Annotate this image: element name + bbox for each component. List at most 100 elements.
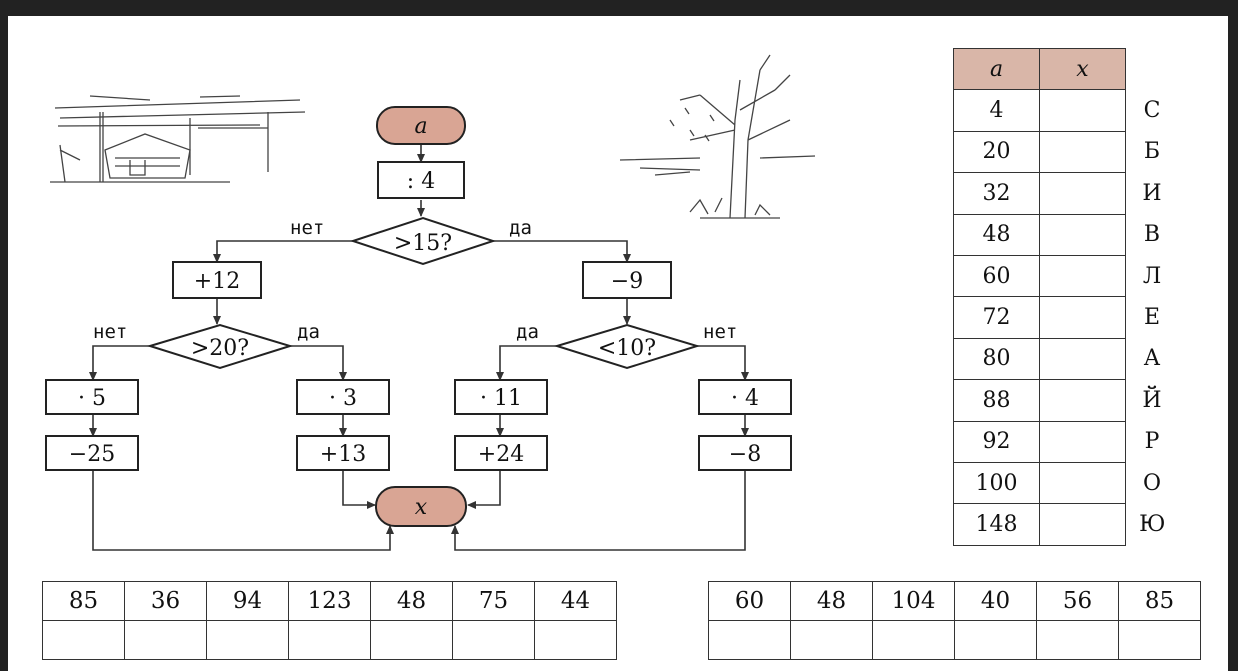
answer-blank-cell[interactable]: [206, 620, 289, 660]
answer-value-cell: 36: [124, 581, 207, 621]
condition-gt15: >15?: [349, 216, 497, 266]
cell-a: 32: [953, 172, 1040, 215]
condition-lt10: <10?: [553, 323, 701, 370]
cell-a: 48: [953, 213, 1040, 256]
cell-letter: А: [1143, 346, 1161, 372]
op-plus-13: +13: [296, 435, 390, 471]
branch-yes-gt15: да: [509, 217, 532, 239]
answer-left-blank-row: [42, 620, 617, 660]
branch-no-gt20: нет: [93, 321, 127, 343]
op-plus-24-label: +24: [478, 442, 524, 467]
op-mul-5-label: · 5: [78, 386, 106, 411]
op-mul-11: · 11: [454, 379, 548, 415]
cell-a: 88: [953, 379, 1040, 422]
cell-x-blank[interactable]: [1039, 379, 1126, 422]
op-minus-25-label: −25: [69, 442, 115, 467]
cell-letter: О: [1142, 470, 1162, 496]
op-mul-3-label: · 3: [329, 386, 357, 411]
answer-value-cell: 85: [1118, 581, 1201, 621]
value-table-row: 48 В: [953, 213, 1179, 256]
cell-a: 100: [953, 461, 1040, 505]
op-mul-3: · 3: [296, 379, 390, 415]
answer-blank-cell[interactable]: [534, 620, 617, 660]
branch-no-lt10: нет: [703, 321, 737, 343]
cell-x-blank[interactable]: [1039, 337, 1126, 381]
branch-yes-lt10: да: [516, 321, 539, 343]
frame-top-border: [0, 0, 1238, 16]
condition-gt20-label: >20?: [191, 336, 249, 361]
cell-x-blank[interactable]: [1039, 254, 1126, 298]
header-a: a: [953, 47, 1040, 91]
cell-letter: Л: [1142, 263, 1162, 289]
op-minus-8-label: −8: [729, 442, 761, 467]
end-terminal: x: [375, 486, 467, 527]
cell-letter: Ю: [1139, 511, 1166, 537]
cell-x-blank[interactable]: [1039, 130, 1126, 174]
answer-value-cell: 60: [708, 581, 791, 621]
flowchart: a : 4 >15? нет да +12 −9 >20? нет да <10…: [45, 54, 816, 551]
value-table-row: 100 О: [953, 461, 1179, 505]
connector-lines: [89, 144, 749, 551]
answer-blank-cell[interactable]: [954, 620, 1037, 660]
condition-gt15-label: >15?: [394, 231, 452, 256]
answer-value-cell: 44: [534, 581, 617, 621]
cell-a: 92: [953, 420, 1040, 463]
header-x: x: [1039, 47, 1126, 91]
answer-blank-cell[interactable]: [42, 620, 125, 660]
op-minus-25: −25: [45, 435, 139, 471]
frame-left-border: [0, 0, 8, 671]
condition-gt20: >20?: [146, 323, 294, 370]
cell-a: 60: [953, 254, 1040, 298]
op-divide-4: : 4: [377, 161, 465, 199]
start-terminal: a: [376, 106, 466, 145]
answer-value-cell: 40: [954, 581, 1037, 621]
branch-no-gt15: нет: [290, 217, 324, 239]
answer-value-cell: 56: [1036, 581, 1119, 621]
answer-blank-cell[interactable]: [708, 620, 791, 660]
house-sketch: [50, 95, 306, 183]
cell-a: 4: [953, 89, 1040, 132]
cell-x-blank[interactable]: [1039, 213, 1126, 256]
cell-x-blank[interactable]: [1039, 296, 1126, 339]
answer-blank-cell[interactable]: [790, 620, 873, 660]
answer-value-cell: 75: [452, 581, 535, 621]
cell-letter: Е: [1143, 305, 1161, 331]
op-mul-11-label: · 11: [480, 386, 522, 411]
cell-letter: Б: [1143, 139, 1161, 165]
op-plus-24: +24: [454, 435, 548, 471]
answer-blank-cell[interactable]: [1036, 620, 1119, 660]
cell-letter: В: [1143, 222, 1161, 248]
cell-x-blank[interactable]: [1039, 461, 1126, 505]
answer-blank-cell[interactable]: [872, 620, 955, 660]
answer-blank-cell[interactable]: [452, 620, 535, 660]
op-minus-9-label: −9: [611, 269, 643, 294]
op-mul-5: · 5: [45, 379, 139, 415]
cell-x-blank[interactable]: [1039, 89, 1126, 132]
header-letter-blank: [1126, 49, 1179, 90]
cell-x-blank[interactable]: [1039, 503, 1126, 546]
value-table-row: 60 Л: [953, 254, 1179, 298]
op-mul-4: · 4: [698, 379, 792, 415]
cell-x-blank[interactable]: [1039, 172, 1126, 215]
op-mul-4-label: · 4: [731, 386, 759, 411]
cell-x-blank[interactable]: [1039, 420, 1126, 463]
start-label: a: [414, 114, 427, 139]
op-minus-9: −9: [582, 261, 672, 299]
cell-letter: С: [1143, 98, 1161, 124]
op-plus-12: +12: [172, 261, 262, 299]
tree-sketch: [619, 54, 816, 219]
answer-value-cell: 48: [790, 581, 873, 621]
answer-blank-cell[interactable]: [1118, 620, 1201, 660]
answer-blank-cell[interactable]: [288, 620, 371, 660]
answer-value-cell: 94: [206, 581, 289, 621]
answer-blank-cell[interactable]: [370, 620, 453, 660]
op-minus-8: −8: [698, 435, 792, 471]
answer-blank-cell[interactable]: [124, 620, 207, 660]
